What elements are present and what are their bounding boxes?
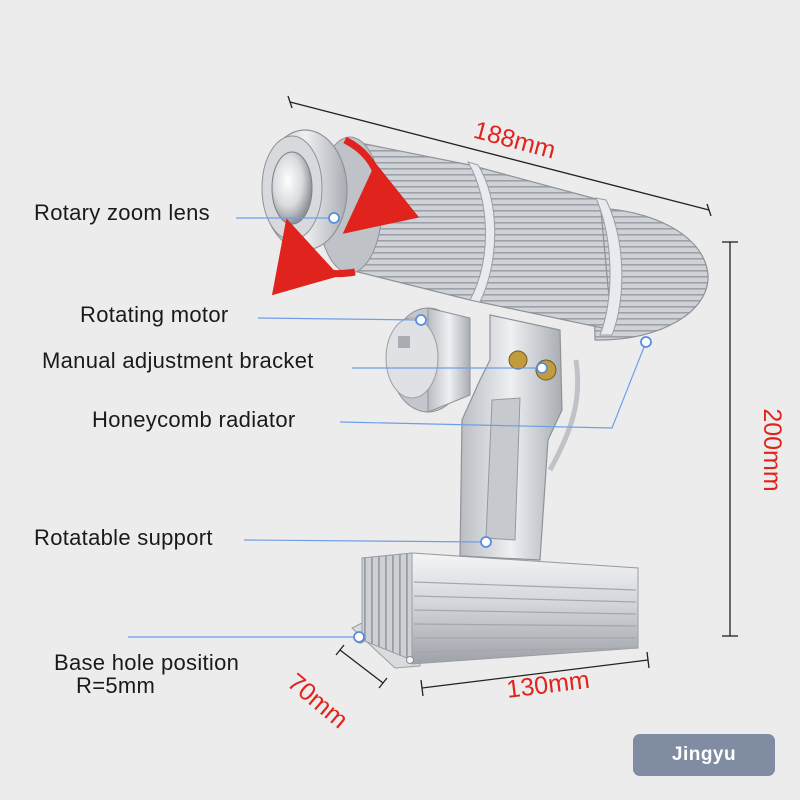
- projector-body: [344, 139, 623, 336]
- dimension-height: 200mm: [758, 408, 787, 492]
- label-manual-bracket: Manual adjustment bracket: [42, 348, 314, 373]
- rotatable-support-arm: [459, 314, 581, 561]
- label-base-hole-radius: R=5mm: [76, 673, 156, 698]
- rotary-zoom-lens: [261, 129, 420, 296]
- rotating-motor: [385, 307, 471, 413]
- leader-lines: [128, 217, 647, 638]
- base-housing: [351, 552, 639, 669]
- brand-badge: Jingyu: [633, 734, 775, 776]
- label-honeycomb-radiator: Honeycomb radiator: [92, 407, 296, 432]
- label-rotatable-support: Rotatable support: [34, 525, 213, 550]
- dimension-lines: [287, 95, 738, 697]
- label-rotating-motor: Rotating motor: [80, 302, 229, 327]
- label-rotary-zoom-lens: Rotary zoom lens: [34, 200, 210, 225]
- leader-dots: [328, 212, 652, 643]
- label-base-hole: Base hole position: [54, 650, 240, 675]
